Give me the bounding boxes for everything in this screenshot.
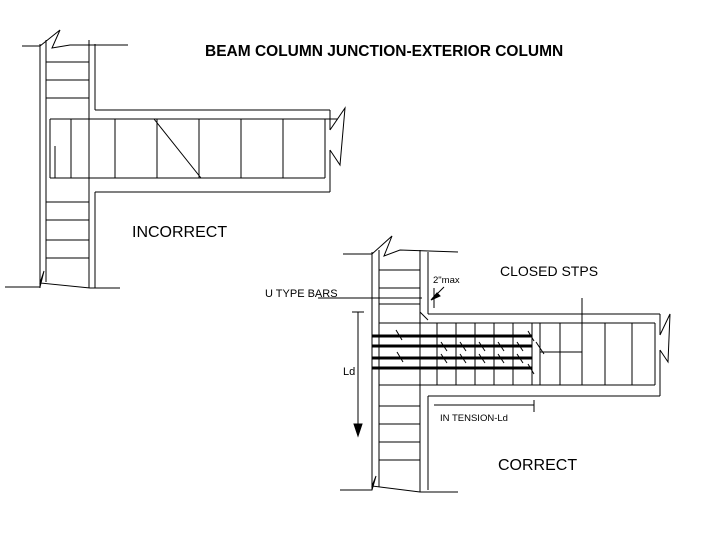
incorrect-column-ties xyxy=(46,61,89,259)
incorrect-column-outline xyxy=(5,29,128,289)
incorrect-beam-bars xyxy=(49,118,338,179)
incorrect-beam-stirrups xyxy=(114,118,326,179)
incorrect-beam-outline xyxy=(95,106,346,193)
correct-column-ties xyxy=(379,269,420,461)
closed-stirrups xyxy=(436,323,656,385)
leader-lines xyxy=(318,288,583,412)
incorrect-column-bars xyxy=(45,40,90,288)
correct-detail xyxy=(318,235,671,493)
correct-label: CORRECT xyxy=(498,457,577,474)
correct-column-bars xyxy=(378,250,421,492)
spacing-arrow xyxy=(430,286,445,301)
closed-stirrups-label: CLOSED STPS xyxy=(500,263,598,279)
correct-column-outline xyxy=(340,235,459,493)
u-type-bars xyxy=(372,334,532,370)
u-bar-ticks xyxy=(395,311,545,375)
ld-dimension xyxy=(352,311,364,438)
drawing-title: BEAM COLUMN JUNCTION-EXTERIOR COLUMN xyxy=(205,43,563,60)
correct-beam-cage xyxy=(378,322,655,386)
correct-beam-outline xyxy=(428,313,671,397)
max-spacing-label: 2"max xyxy=(433,275,460,286)
ld-label: Ld xyxy=(343,366,355,378)
tension-ld-label: IN TENSION-Ld xyxy=(440,413,508,424)
incorrect-label: INCORRECT xyxy=(132,224,227,241)
u-type-bars-label: U TYPE BARS xyxy=(265,288,338,300)
incorrect-detail xyxy=(5,29,346,289)
